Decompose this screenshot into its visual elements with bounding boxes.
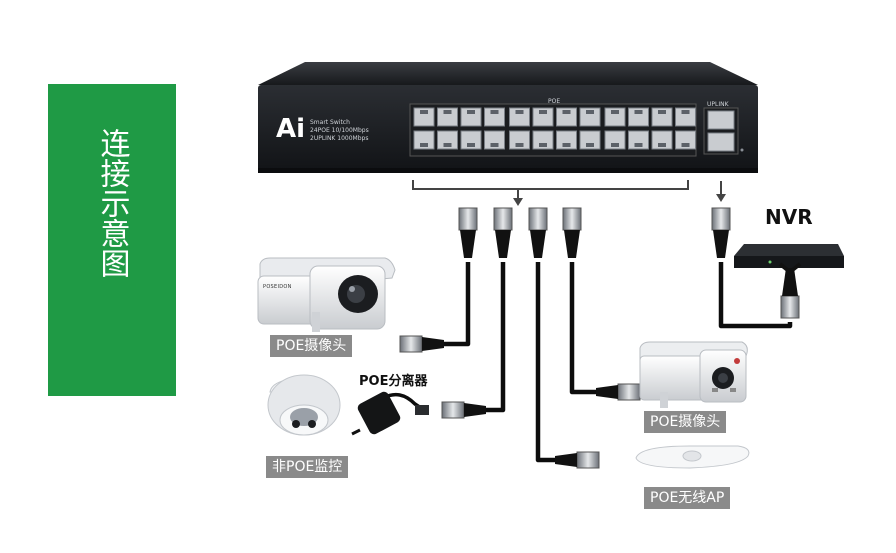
rj45-plug xyxy=(711,207,731,258)
switch-port-latch xyxy=(515,143,524,147)
dome-camera xyxy=(267,374,341,436)
switch-port-latch xyxy=(634,110,643,114)
switch-port xyxy=(484,130,505,150)
switch-port-latch xyxy=(443,110,452,114)
side-title: 连接示意图 xyxy=(94,128,130,278)
rj45-plug xyxy=(493,207,513,258)
switch-port-latch xyxy=(420,110,428,114)
switch-port-latch xyxy=(681,143,690,147)
camera-brand: POSEIDON xyxy=(263,284,292,290)
switch-port-latch xyxy=(539,110,547,114)
nvr-device xyxy=(734,244,844,275)
rj45-plug xyxy=(555,451,600,469)
side-banner xyxy=(48,84,176,396)
switch-poe-mark: POE xyxy=(548,98,561,105)
rj45-plugs-horizontal xyxy=(399,335,641,469)
switch-port xyxy=(556,107,577,127)
switch-port xyxy=(437,107,458,127)
switch-port-latch xyxy=(515,110,524,114)
switch-port-latch xyxy=(586,143,594,147)
tag-non-poe-monitor: 非POE监控 xyxy=(266,456,349,478)
switch-port-latch xyxy=(539,143,547,147)
bullet-camera-right xyxy=(639,341,748,408)
switch-port-latch xyxy=(611,143,619,147)
switch-port-latch xyxy=(420,143,428,147)
nvr-label: NVR xyxy=(765,205,813,229)
switch-port xyxy=(437,130,458,150)
rj45-plug xyxy=(562,207,582,258)
rj45-plugs xyxy=(458,207,800,319)
rj45-plug xyxy=(441,401,486,419)
tag-poe-camera-right: POE摄像头 xyxy=(644,411,727,433)
switch-port xyxy=(604,130,626,150)
switch-port-latch xyxy=(467,143,475,147)
switch-port-latch xyxy=(634,143,643,147)
rj45-plug xyxy=(458,207,478,258)
switch-port xyxy=(413,130,435,150)
switch-port xyxy=(579,130,601,150)
switch-port xyxy=(532,130,554,150)
switch-port xyxy=(556,130,577,150)
switch-port-latch xyxy=(562,143,571,147)
rj45-plug xyxy=(528,207,548,258)
switch-port-latch xyxy=(658,143,666,147)
poe-splitter-label: POE分离器 xyxy=(359,374,428,389)
switch-ports xyxy=(409,103,697,157)
switch-port xyxy=(651,130,673,150)
tag-poe-camera-left: POE摄像头 xyxy=(270,335,353,357)
rj45-plug xyxy=(780,268,800,319)
switch-port-latch xyxy=(611,110,619,114)
switch-brand: Ai xyxy=(276,114,306,144)
switch-port xyxy=(484,107,505,127)
switch-port xyxy=(604,107,626,127)
cables xyxy=(382,262,793,463)
switch-port xyxy=(532,107,554,127)
switch-port-latch xyxy=(490,110,499,114)
bullet-camera-left xyxy=(257,257,396,332)
switch-port-latch xyxy=(467,110,475,114)
switch-port xyxy=(628,107,649,127)
poe-switch xyxy=(258,62,758,173)
switch-port xyxy=(579,107,601,127)
switch-port-latch xyxy=(490,143,499,147)
switch-port xyxy=(460,130,482,150)
switch-port xyxy=(675,107,696,127)
switch-port-latch xyxy=(586,110,594,114)
port-bracket xyxy=(412,180,726,206)
switch-port-latch xyxy=(443,143,452,147)
switch-port-latch xyxy=(658,110,666,114)
switch-port xyxy=(509,107,530,127)
switch-port xyxy=(628,130,649,150)
switch-uplink-mark: UPLINK xyxy=(707,101,729,108)
switch-port-latch xyxy=(562,110,571,114)
switch-port xyxy=(675,130,696,150)
switch-port xyxy=(460,107,482,127)
switch-port-latch xyxy=(681,110,690,114)
rj45-plug xyxy=(596,383,641,401)
switch-port xyxy=(413,107,435,127)
wireless-ap xyxy=(635,445,750,469)
rj45-plug xyxy=(399,335,444,353)
switch-model-text: Smart Switch 24POE 10/100Mbps 2UPLINK 10… xyxy=(310,119,369,142)
poe-splitter xyxy=(351,391,429,436)
switch-port xyxy=(509,130,530,150)
switch-port xyxy=(651,107,673,127)
tag-poe-wireless-ap: POE无线AP xyxy=(644,487,731,509)
